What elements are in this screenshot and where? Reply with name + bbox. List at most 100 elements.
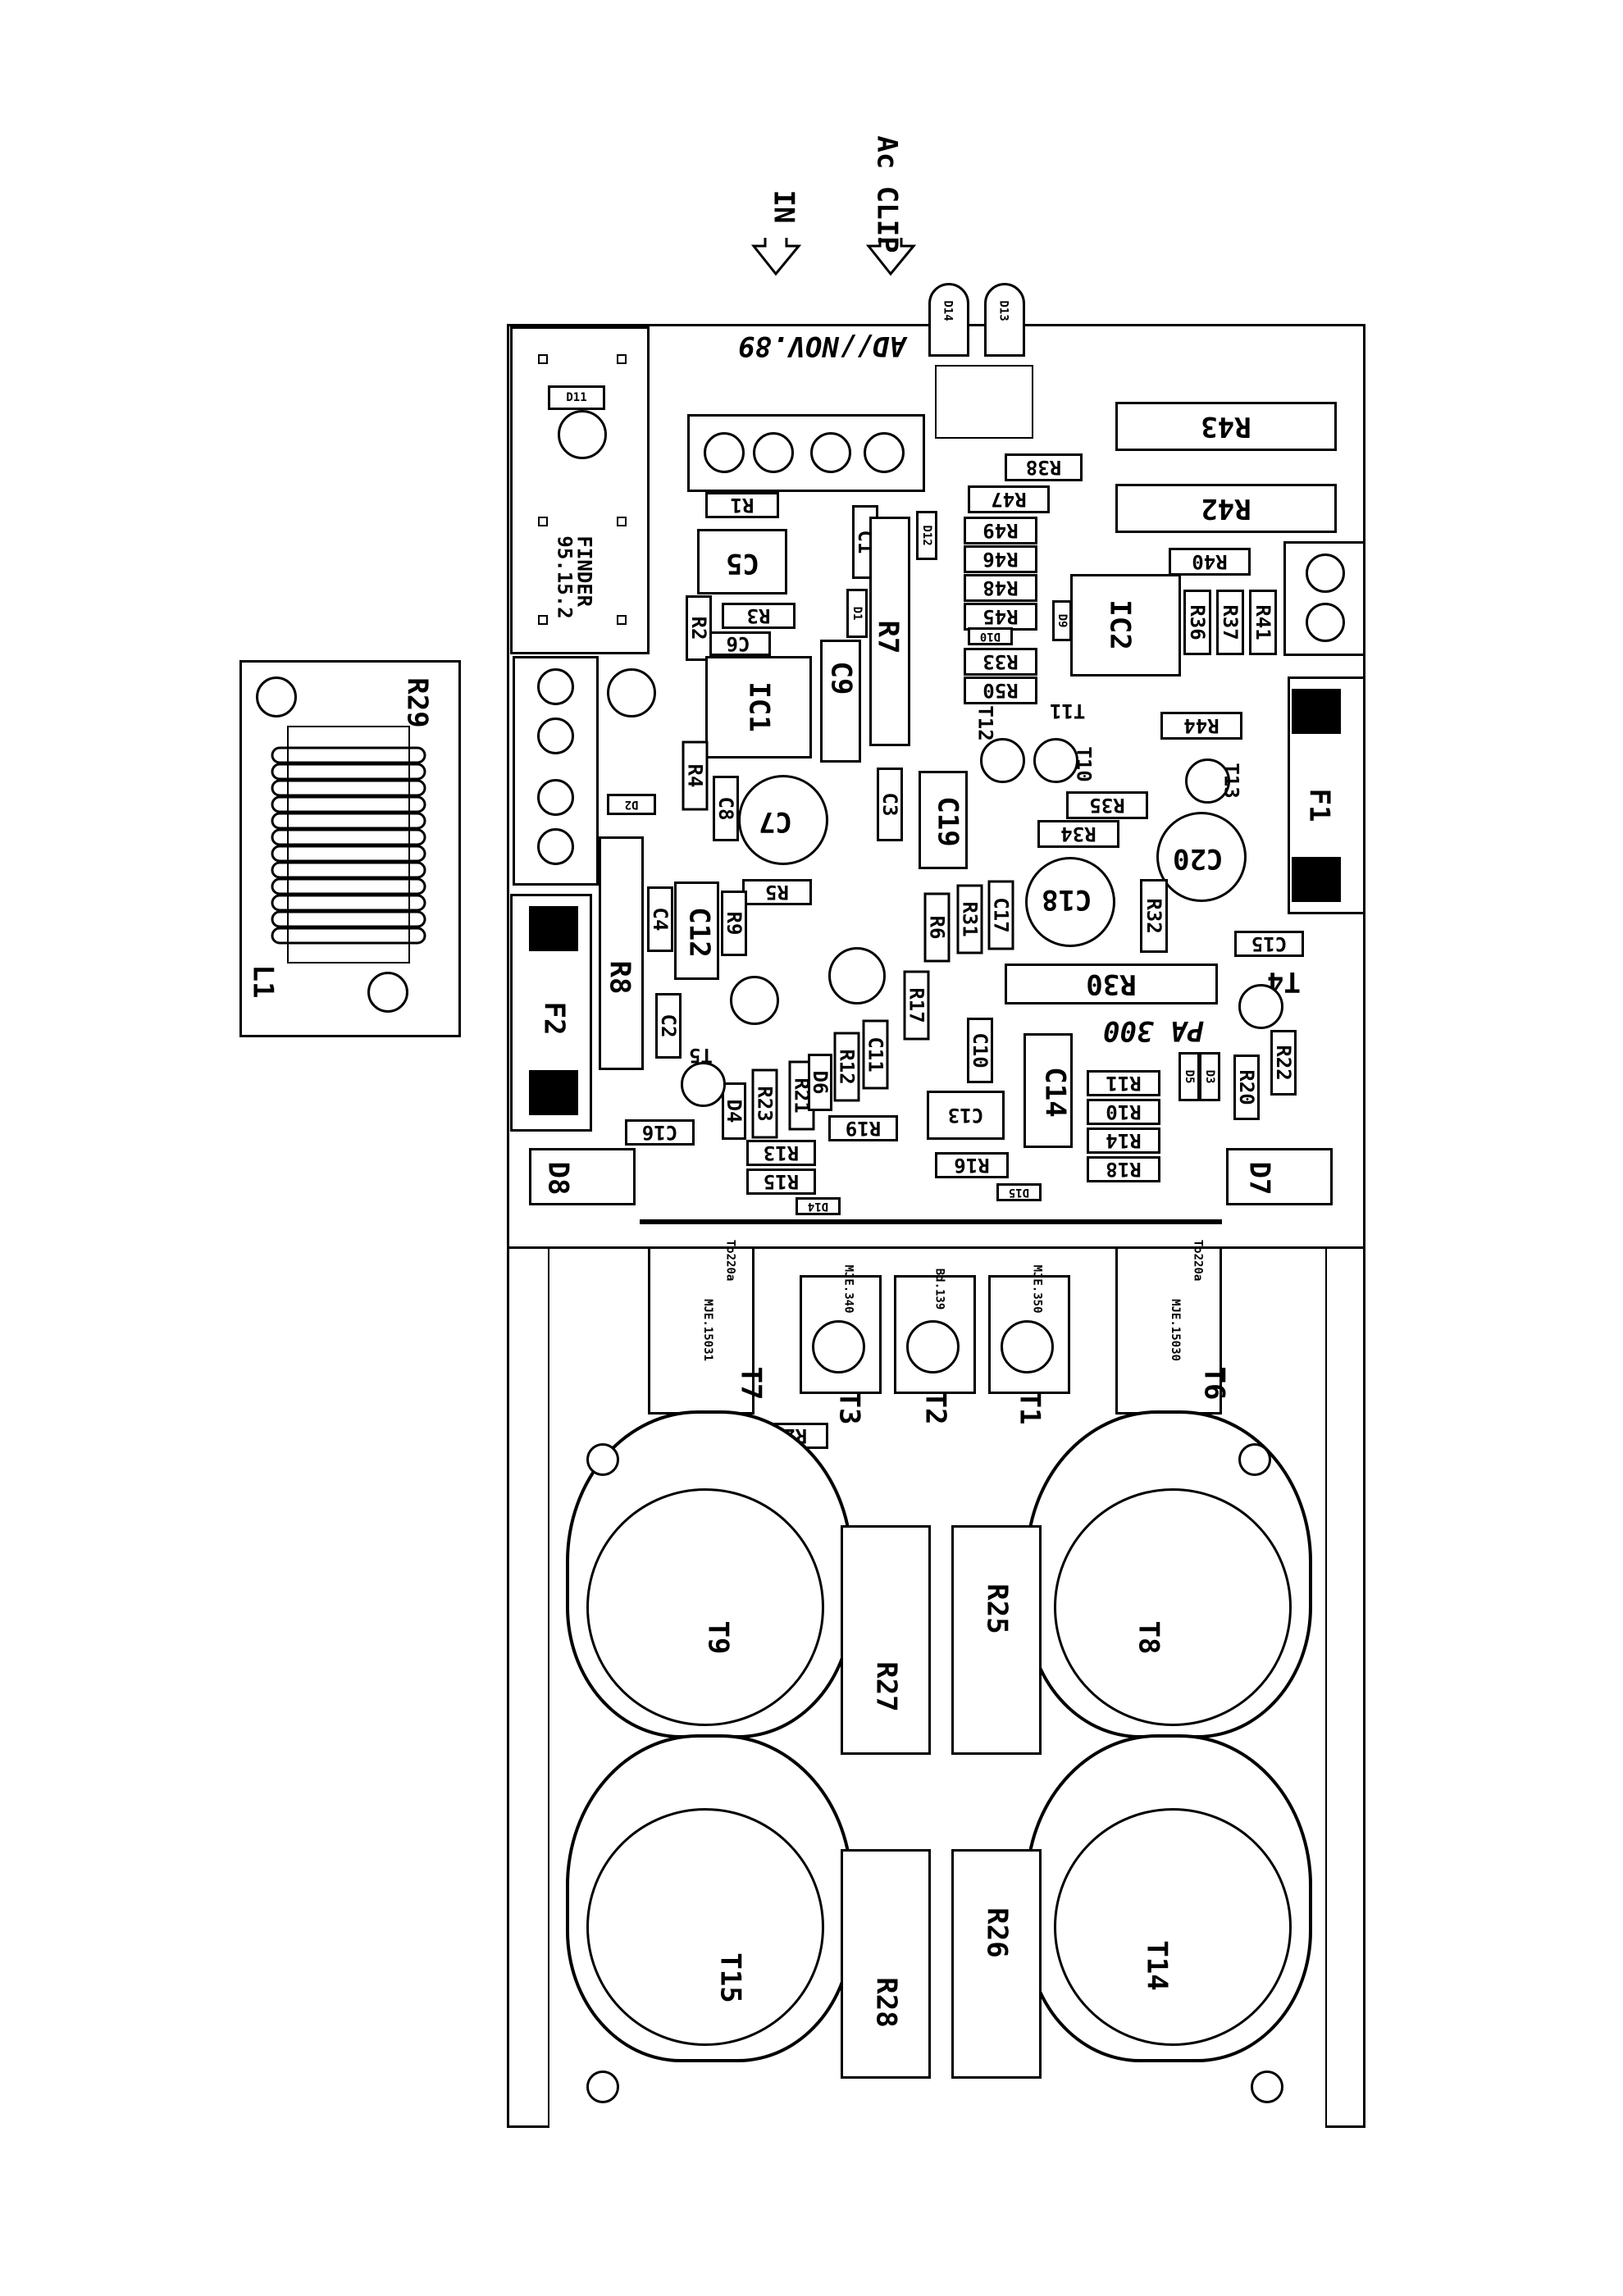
d2: D2 xyxy=(607,794,656,815)
r32: R32 xyxy=(1140,879,1168,953)
r49: R49 xyxy=(964,517,1037,544)
ic2-label: IC2 xyxy=(1103,599,1137,650)
trimmer-pot xyxy=(828,947,886,1004)
fuse-f2-cap xyxy=(529,1070,578,1115)
r14: R14 xyxy=(1087,1128,1160,1154)
t2-mark: Bd.139 xyxy=(932,1268,946,1310)
r26 xyxy=(951,1849,1042,2079)
c4: C4 xyxy=(647,886,673,952)
r25-label: R25 xyxy=(980,1583,1014,1634)
c20-label: C20 xyxy=(1173,842,1224,875)
d13-label: D13 xyxy=(996,300,1010,321)
t10 xyxy=(1033,738,1078,783)
r3: R3 xyxy=(722,603,796,629)
r50: R50 xyxy=(964,676,1037,704)
inductor-windings xyxy=(271,746,426,945)
t7-pkg: To220a xyxy=(723,1239,737,1282)
ac-clip-label: Ac CLIP xyxy=(870,135,904,253)
c7 xyxy=(738,775,828,865)
terminal-screw xyxy=(753,432,794,473)
t12 xyxy=(980,738,1025,783)
led-leads xyxy=(935,365,1033,439)
c14-label: C14 xyxy=(1038,1067,1072,1118)
r45: R45 xyxy=(964,603,1037,631)
c12 xyxy=(674,882,719,980)
t13-label: T13 xyxy=(1220,763,1243,799)
d11: D11 xyxy=(548,385,605,410)
d14-smd: D14 xyxy=(796,1197,841,1215)
relay-pad xyxy=(538,354,548,364)
terminal-screw xyxy=(704,432,745,473)
heatsink-divider xyxy=(507,1246,1365,1249)
t6-mark: MJE.15030 xyxy=(1168,1299,1182,1361)
t10-label: T10 xyxy=(1072,746,1096,782)
mount-hole xyxy=(1251,2070,1283,2103)
in-arrow xyxy=(750,238,802,276)
c2: C2 xyxy=(655,993,682,1059)
mount-hole xyxy=(586,2070,619,2103)
r38: R38 xyxy=(1005,453,1083,481)
r27-label: R27 xyxy=(869,1661,903,1712)
r35: R35 xyxy=(1066,791,1148,819)
mount-hole xyxy=(586,1443,619,1476)
d12: D12 xyxy=(916,511,937,560)
d7-label: D7 xyxy=(1242,1161,1276,1196)
in-label: IN xyxy=(767,189,800,224)
t15-label: T15 xyxy=(713,1952,747,2003)
c5-label: C5 xyxy=(726,547,759,580)
r30: R30 xyxy=(1005,963,1218,1004)
r33: R33 xyxy=(964,648,1037,676)
r5: R5 xyxy=(742,879,812,905)
t14-label: T14 xyxy=(1140,1940,1174,1991)
c3: C3 xyxy=(877,768,903,841)
t7 xyxy=(648,1246,755,1414)
r16: R16 xyxy=(935,1152,1009,1178)
t3-washer xyxy=(812,1320,865,1374)
r37: R37 xyxy=(1216,590,1244,655)
r8 xyxy=(599,836,644,1070)
r43: R43 xyxy=(1115,402,1337,451)
r19: R19 xyxy=(828,1115,898,1141)
d6: D6 xyxy=(808,1054,832,1111)
t12-label: T12 xyxy=(973,705,997,741)
d9: D9 xyxy=(1052,600,1072,641)
t9-body xyxy=(586,1488,824,1726)
d4: D4 xyxy=(722,1082,746,1140)
c7-label: C7 xyxy=(759,805,792,838)
t8-body xyxy=(1054,1488,1292,1726)
mount-hole xyxy=(1238,1443,1271,1476)
mount-hole xyxy=(730,976,779,1025)
r44: R44 xyxy=(1160,712,1242,740)
terminal-screw xyxy=(537,718,574,754)
r29-label: R29 xyxy=(400,677,434,728)
c18 xyxy=(1025,857,1115,947)
d7 xyxy=(1226,1148,1333,1205)
t6-label: T6 xyxy=(1197,1366,1231,1401)
r6: R6 xyxy=(923,892,951,963)
r34: R34 xyxy=(1037,820,1119,848)
t4 xyxy=(1238,984,1283,1029)
terminal-screw xyxy=(810,432,851,473)
r7 xyxy=(869,517,910,746)
r25 xyxy=(951,1525,1042,1755)
t9-label: T9 xyxy=(701,1620,735,1655)
r42: R42 xyxy=(1115,484,1337,533)
terminal-screw xyxy=(537,828,574,865)
c20 xyxy=(1156,812,1247,902)
c6: C6 xyxy=(705,631,771,656)
model-label: PA 300 xyxy=(1103,1014,1204,1047)
bus-bar xyxy=(640,1219,1222,1224)
t5 xyxy=(681,1062,726,1107)
r11: R11 xyxy=(1087,1070,1160,1096)
fuse-f1-cap xyxy=(1292,857,1341,902)
r12: R12 xyxy=(833,1032,860,1102)
l1-label: L1 xyxy=(246,964,280,999)
r28 xyxy=(841,1849,931,2079)
input-arrows xyxy=(750,238,917,276)
terminal-screw xyxy=(537,668,574,705)
t6-pkg: To220a xyxy=(1191,1239,1205,1282)
c8: C8 xyxy=(713,776,739,841)
brand-label: AD//NOV.89 xyxy=(738,330,906,362)
c11: C11 xyxy=(862,1019,889,1090)
r41: R41 xyxy=(1249,590,1277,655)
